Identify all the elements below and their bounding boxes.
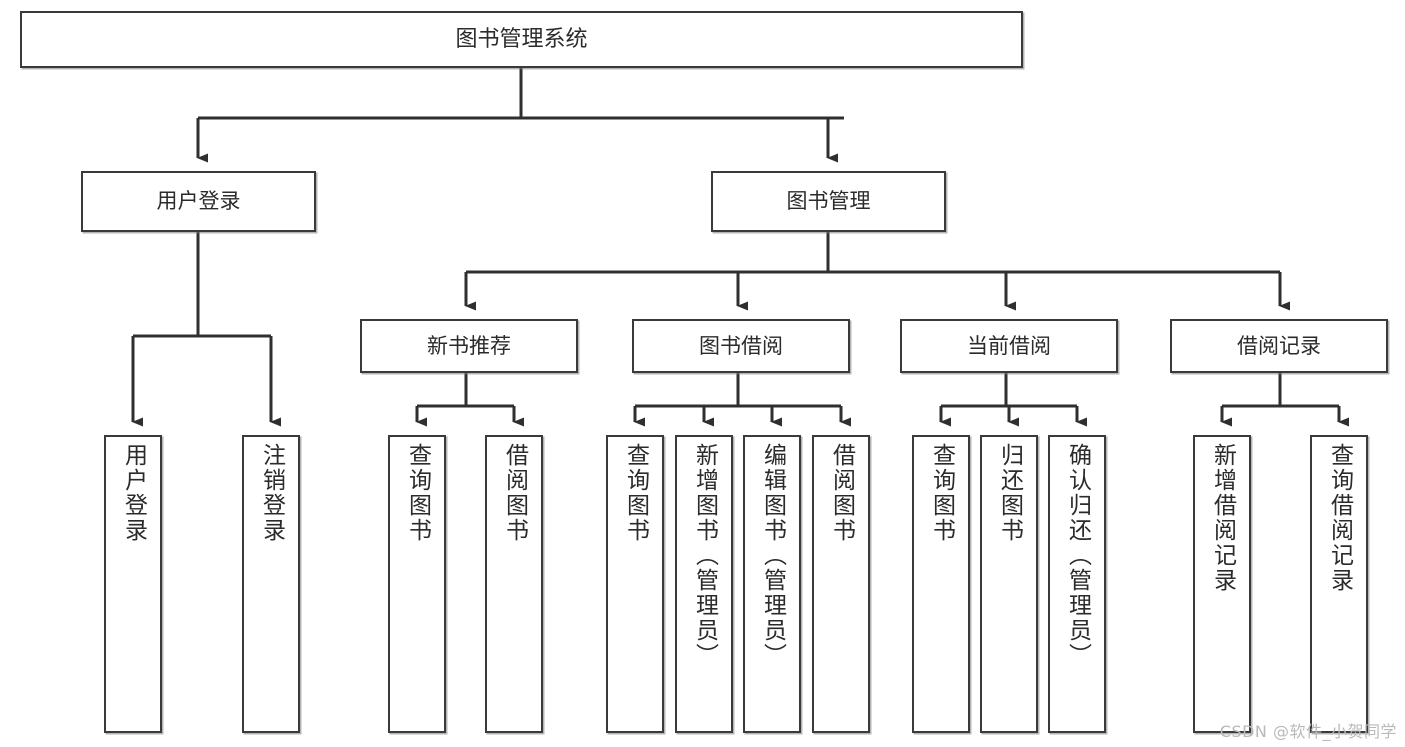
node-leaf-borrow-query-book[interactable]: 查询图书 <box>606 435 664 733</box>
node-book-manage[interactable]: 图书管理 <box>711 171 946 232</box>
node-leaf-cur-query-book[interactable]: 查询图书 <box>912 435 970 733</box>
node-label: 新增借阅记录 <box>1209 443 1236 593</box>
node-new-book-recommend[interactable]: 新书推荐 <box>360 319 578 373</box>
node-label: 用户登录 <box>156 189 241 214</box>
node-leaf-user-logout[interactable]: 注销登录 <box>242 435 300 733</box>
node-user-login[interactable]: 用户登录 <box>81 171 316 232</box>
node-leaf-cur-return-book[interactable]: 归还图书 <box>980 435 1038 733</box>
node-borrow-record[interactable]: 借阅记录 <box>1170 319 1388 373</box>
node-label: 查询图书 <box>404 443 431 543</box>
node-label: 图书管理系统 <box>455 26 588 52</box>
node-leaf-cur-confirm-return[interactable]: 确认归还（管理员） <box>1048 435 1106 733</box>
node-leaf-user-login[interactable]: 用户登录 <box>104 435 162 733</box>
node-leaf-borrow-add-book[interactable]: 新增图书（管理员） <box>675 435 733 733</box>
node-label: 图书管理 <box>786 189 871 214</box>
node-label: 借阅记录 <box>1237 333 1321 358</box>
node-label: 当前借阅 <box>967 333 1051 358</box>
node-label: 新书推荐 <box>427 333 511 358</box>
node-leaf-borrow-edit-book[interactable]: 编辑图书（管理员） <box>743 435 801 733</box>
node-label: 编辑图书（管理员） <box>759 443 786 668</box>
node-book-borrow[interactable]: 图书借阅 <box>632 319 850 373</box>
node-label: 图书借阅 <box>699 333 783 358</box>
node-label: 新增图书（管理员） <box>691 443 718 668</box>
node-label: 查询图书 <box>622 443 649 543</box>
node-leaf-rec-query-record[interactable]: 查询借阅记录 <box>1310 435 1368 733</box>
node-leaf-borrow-borrow-book[interactable]: 借阅图书 <box>812 435 870 733</box>
node-leaf-rec-query-book[interactable]: 查询图书 <box>388 435 446 733</box>
node-label: 注销登录 <box>258 443 285 543</box>
node-label: 查询图书 <box>928 443 955 543</box>
node-label: 借阅图书 <box>828 443 855 543</box>
node-leaf-rec-borrow-book[interactable]: 借阅图书 <box>485 435 543 733</box>
node-leaf-rec-add-record[interactable]: 新增借阅记录 <box>1193 435 1251 733</box>
node-label: 用户登录 <box>120 443 147 543</box>
node-label: 查询借阅记录 <box>1326 443 1353 593</box>
node-label: 归还图书 <box>996 443 1023 543</box>
node-label: 确认归还（管理员） <box>1064 443 1091 668</box>
csdn-watermark: CSDN @软件_小贺同学 <box>1219 722 1397 741</box>
node-current-borrow[interactable]: 当前借阅 <box>900 319 1118 373</box>
node-root-system[interactable]: 图书管理系统 <box>20 11 1023 68</box>
node-label: 借阅图书 <box>501 443 528 543</box>
